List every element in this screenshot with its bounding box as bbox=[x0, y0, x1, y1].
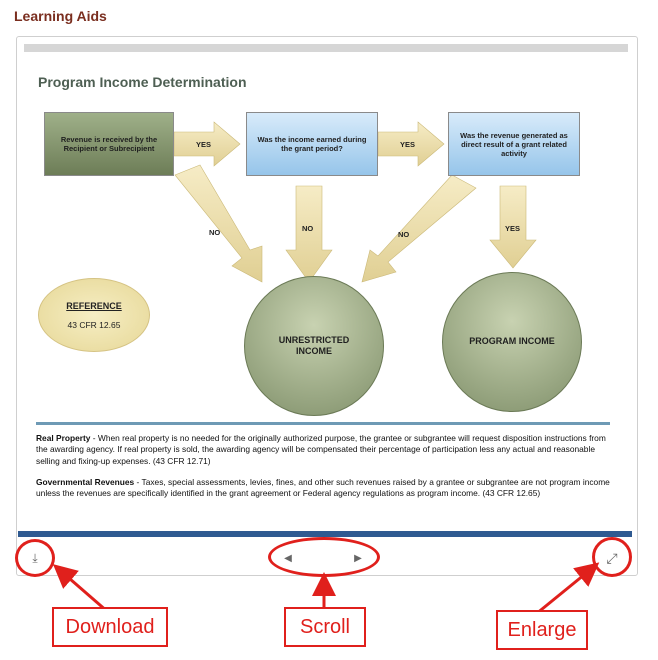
reference-oval: REFERENCE 43 CFR 12.65 bbox=[38, 278, 150, 352]
yes-arrow-2 bbox=[377, 121, 445, 167]
real-property-text: - When real property is no needed for th… bbox=[36, 433, 606, 466]
reference-title: REFERENCE bbox=[66, 300, 122, 311]
flow-box-revenue-received: Revenue is received by the Recipient or … bbox=[44, 112, 174, 176]
yes-arrow-3 bbox=[489, 185, 537, 269]
no-arrow-2 bbox=[285, 185, 333, 283]
yes-label-2: YES bbox=[400, 140, 416, 149]
enlarge-arrow bbox=[535, 562, 600, 616]
flow-box-grant-period: Was the income earned during the grant p… bbox=[246, 112, 378, 176]
slide-top-bar bbox=[24, 44, 628, 52]
enlarge-callout: Enlarge bbox=[496, 610, 588, 650]
download-arrow bbox=[52, 564, 109, 614]
no-label-1: NO bbox=[209, 228, 221, 237]
download-callout: Download bbox=[52, 607, 168, 647]
no-label-2: NO bbox=[302, 224, 314, 233]
real-property-paragraph: Real Property - When real property is no… bbox=[36, 433, 610, 467]
no-arrow-3 bbox=[361, 174, 477, 283]
yes-arrow-1 bbox=[173, 121, 241, 167]
no-label-3: NO bbox=[398, 230, 410, 239]
scroll-callout: Scroll bbox=[284, 607, 366, 647]
governmental-revenues-text: - Taxes, special assessments, levies, fi… bbox=[36, 477, 610, 499]
flow-box-grant-activity: Was the revenue generated as direct resu… bbox=[448, 112, 580, 176]
download-highlight-ring bbox=[15, 539, 55, 577]
slide-title: Program Income Determination bbox=[38, 74, 247, 90]
governmental-revenues-paragraph: Governmental Revenues - Taxes, special a… bbox=[36, 477, 610, 500]
section-divider bbox=[36, 422, 610, 425]
enlarge-highlight-ring bbox=[592, 537, 632, 577]
program-income-circle: PROGRAM INCOME bbox=[442, 272, 582, 412]
yes-label-3: YES bbox=[505, 224, 521, 233]
governmental-revenues-label: Governmental Revenues bbox=[36, 477, 135, 487]
reference-value: 43 CFR 12.65 bbox=[67, 319, 121, 330]
slide-footer-bar bbox=[18, 531, 632, 537]
section-title: Learning Aids bbox=[14, 8, 107, 24]
real-property-label: Real Property bbox=[36, 433, 91, 443]
unrestricted-income-circle: UNRESTRICTED INCOME bbox=[244, 276, 384, 416]
no-arrow-1 bbox=[174, 164, 263, 283]
yes-label-1: YES bbox=[196, 140, 212, 149]
